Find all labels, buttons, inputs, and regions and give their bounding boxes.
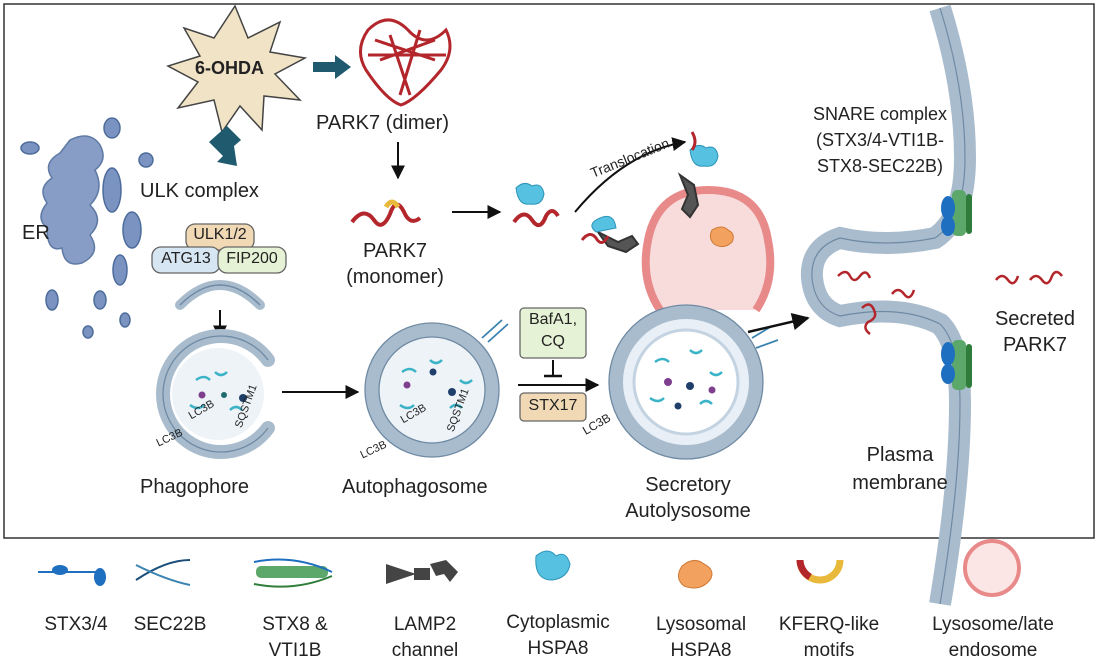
secreted-label-2: PARK7 xyxy=(1002,334,1068,356)
secreted-label-1: Secreted xyxy=(994,308,1076,330)
sec22b-icon xyxy=(135,559,191,586)
lamp2-channel-icon xyxy=(386,560,458,584)
legend-label-cyto-hspa8-1: Cytoplasmic xyxy=(506,612,610,633)
legend-label-sec22b: SEC22B xyxy=(133,614,207,635)
park7-dimer-shape xyxy=(359,18,452,107)
legend-label-lamp2-1: LAMP2 xyxy=(393,614,457,635)
lysosomal-hspa8-icon xyxy=(678,560,713,589)
inhibitor-label-1: BafA1, xyxy=(528,311,578,328)
park7-monomer-shape xyxy=(350,202,422,227)
legend-label-stx8-2: VTI1B xyxy=(268,640,322,661)
legend-label-stx34: STX3/4 xyxy=(44,614,108,635)
autophagosome-shape xyxy=(364,319,509,458)
legend-label-lyso-hspa8-1: Lysosomal xyxy=(655,614,747,635)
snare-complex-upper xyxy=(941,190,972,236)
snare-title-3: STX8-SEC22B) xyxy=(816,156,944,176)
plasma-membrane-label-2: membrane xyxy=(852,472,948,494)
cytoplasmic-hspa8-icon xyxy=(535,550,571,581)
legend-icons xyxy=(38,539,1021,597)
legend-label-lyso-hspa8-2: HSPA8 xyxy=(670,640,732,661)
phagophore-shape xyxy=(156,329,275,459)
stx-icon xyxy=(38,565,106,586)
legend-label-kferq-1: KFERQ-like xyxy=(778,614,880,635)
secretory-autolysosome-shape xyxy=(580,131,779,460)
stx8-vti1b-icon xyxy=(253,558,333,588)
legend-label-kferq-2: motifs xyxy=(803,640,855,661)
trigger-label: 6-OHDA xyxy=(195,58,265,78)
snare-complex-lower xyxy=(941,340,972,390)
legend-label-stx8-1: STX8 & xyxy=(262,614,328,635)
fip200-label: FIP200 xyxy=(226,250,278,267)
legend-label-lysosome-2: endosome xyxy=(948,640,1038,661)
plasma-membrane-label-1: Plasma xyxy=(866,444,934,466)
arrow-to-ulk xyxy=(209,126,241,166)
er-shape xyxy=(20,117,154,339)
park7-dimer-label: PARK7 (dimer) xyxy=(316,112,449,134)
lysosome-icon xyxy=(963,539,1021,597)
plasma-membrane-shape xyxy=(800,4,977,606)
6-ohda-starburst xyxy=(166,4,308,134)
legend-label-lamp2-2: channel xyxy=(391,640,459,661)
autophagosome-label: Autophagosome xyxy=(342,476,488,498)
stx17-label: STX17 xyxy=(528,397,578,414)
atg13-label: ATG13 xyxy=(161,250,211,267)
er-label: ER xyxy=(22,222,50,244)
main-frame xyxy=(3,3,1095,539)
secreted-park7-shape xyxy=(837,270,1063,335)
secretory-label-1: Secretory xyxy=(645,474,731,496)
arrow-to-park7 xyxy=(313,55,351,79)
ulk-complex-label: ULK complex xyxy=(140,180,259,202)
phagophore-label: Phagophore xyxy=(140,476,249,498)
secretory-label-2: Autolysosome xyxy=(625,500,751,522)
legend-label-cyto-hspa8-2: HSPA8 xyxy=(527,638,589,659)
park7-monomer-label-2: (monomer) xyxy=(346,266,444,288)
inhibitor-label-2: CQ xyxy=(541,333,565,350)
snare-title-1: SNARE complex xyxy=(812,104,948,124)
park7-monomer-label-1: PARK7 xyxy=(362,240,428,262)
snare-title-2: (STX3/4-VTI1B- xyxy=(815,130,945,150)
legend-label-lysosome-1: Lysosome/late xyxy=(932,614,1054,635)
ulk12-label: ULK1/2 xyxy=(193,226,247,243)
cytoplasmic-hspa8-shape xyxy=(515,182,545,205)
